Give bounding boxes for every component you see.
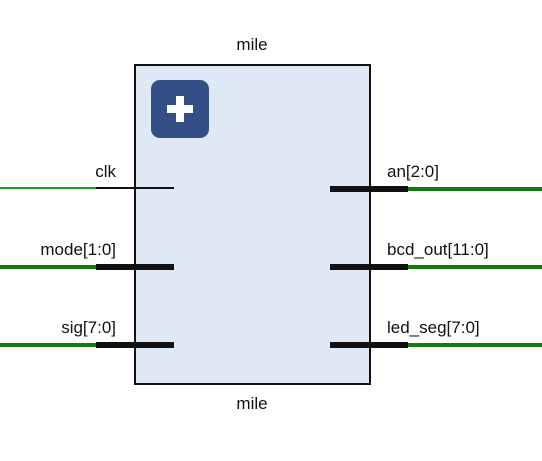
wire-mode [0,265,96,269]
wire-sig [0,343,96,347]
port-label-mode: mode[1:0] [40,240,116,259]
pin-led-seg[interactable] [330,342,408,348]
module-block[interactable] [134,64,371,385]
wire-led-seg [408,343,542,347]
block-name-top: mile [236,35,268,54]
wire-clk [0,187,96,189]
port-label-clk: clk [95,162,116,181]
block-name-bottom: mile [236,394,268,413]
port-label-an: an[2:0] [387,162,439,181]
pin-sig[interactable] [96,342,174,348]
wire-bcd-out [408,265,542,269]
pin-an[interactable] [330,186,408,192]
pin-clk[interactable] [96,187,174,189]
port-label-bcd-out: bcd_out[11:0] [387,240,489,259]
port-label-sig: sig[7:0] [61,318,116,337]
pin-mode[interactable] [96,264,174,270]
pin-bcd-out[interactable] [330,264,408,270]
expand-button[interactable] [151,80,209,138]
wire-an [408,187,542,191]
port-label-led-seg: led_seg[7:0] [387,318,480,337]
